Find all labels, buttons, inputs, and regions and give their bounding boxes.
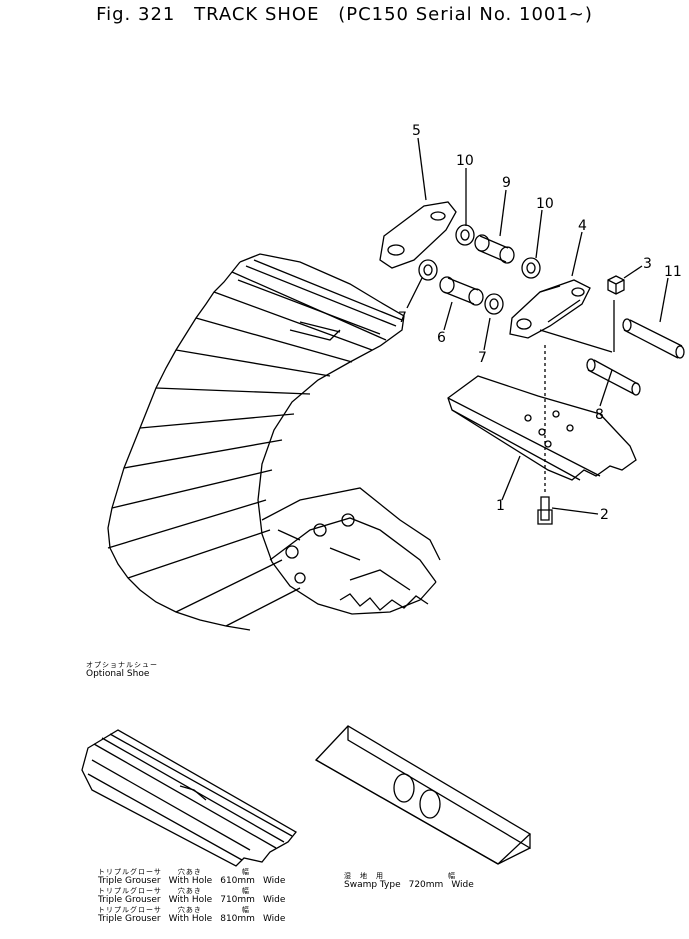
callout-labels: 5 10 9 10 4 3 11 7 6 7 8 1 2	[398, 123, 682, 523]
figure-title: Fig. 321 TRACK SHOE (PC150 Serial No. 10…	[0, 4, 689, 25]
callout-7-upper: 7	[398, 310, 407, 326]
triple-grouser-shoe	[81, 729, 297, 867]
callout-8: 8	[595, 407, 604, 423]
callout-6: 6	[437, 330, 446, 346]
part-5-link	[379, 201, 457, 269]
part-7-seal-upper	[418, 259, 438, 281]
callout-3: 3	[643, 256, 652, 272]
triple-grouser-options: トリプルグローサ 穴あき 幅 Triple Grouser With Hole …	[98, 868, 285, 925]
swamp-width: 720mm	[408, 880, 444, 890]
option-3-jp: トリプルグローサ 穴あき 幅	[98, 906, 250, 914]
part-2-bolt	[537, 496, 553, 525]
callout-10-lower: 10	[536, 196, 554, 212]
swamp-option: 湿 地 用 幅 Swamp Type 720mm Wide	[344, 872, 474, 891]
swamp-type: Swamp Type	[344, 880, 401, 890]
optional-shoe-jp: オプショナルシュー	[86, 661, 158, 669]
part-10-bush-lower	[521, 257, 541, 279]
part-9-bushing	[474, 234, 515, 264]
optional-shoe-en: Optional Shoe	[86, 669, 150, 679]
callout-9: 9	[502, 175, 511, 191]
callout-10-upper: 10	[456, 153, 474, 169]
swamp-shoe	[314, 725, 532, 865]
figure-model: (PC150 Serial No. 1001~)	[338, 4, 593, 25]
option-3-width: 810mm	[220, 914, 255, 924]
option-1-type: Triple Grouser	[98, 876, 161, 886]
option-2-jp: トリプルグローサ 穴あき 幅	[98, 887, 250, 895]
callout-1: 1	[496, 498, 505, 514]
option-3-row: Triple Grouser With Hole 810mm Wide	[98, 914, 285, 925]
callout-7-lower: 7	[478, 350, 487, 366]
option-2-row: Triple Grouser With Hole 710mm Wide	[98, 895, 285, 906]
option-2-type: Triple Grouser	[98, 895, 161, 905]
option-1-wide: Wide	[262, 876, 286, 886]
swamp-row: Swamp Type 720mm Wide	[344, 880, 474, 891]
option-3-hole: With Hole	[168, 914, 213, 924]
part-10-bush-upper	[455, 224, 475, 246]
part-11-pin	[622, 318, 685, 359]
option-1-width: 610mm	[220, 876, 255, 886]
callout-11: 11	[664, 264, 682, 280]
part-8-pin	[586, 358, 641, 396]
callout-4: 4	[578, 218, 587, 234]
track-assembly	[107, 253, 441, 631]
option-1-row: Triple Grouser With Hole 610mm Wide	[98, 876, 285, 887]
part-1-shoe	[447, 375, 637, 481]
option-2-wide: Wide	[262, 895, 286, 905]
part-3-nut	[607, 275, 625, 295]
option-3-wide: Wide	[262, 914, 286, 924]
figure-number: Fig. 321	[96, 4, 176, 25]
callout-2: 2	[600, 507, 609, 523]
option-3-type: Triple Grouser	[98, 914, 161, 924]
option-1-hole: With Hole	[168, 876, 213, 886]
swamp-wide: Wide	[451, 880, 474, 890]
optional-shoe-caption: オプショナルシュー Optional Shoe	[86, 661, 158, 680]
callout-5: 5	[412, 123, 421, 139]
part-7-seal-lower	[484, 293, 504, 315]
option-2-hole: With Hole	[168, 895, 213, 905]
swamp-jp: 湿 地 用 幅	[344, 872, 456, 880]
part-6-bushing	[439, 276, 484, 306]
part-4-link	[509, 279, 591, 339]
option-1-jp: トリプルグローサ 穴あき 幅	[98, 868, 250, 876]
figure-name: TRACK SHOE	[194, 4, 320, 25]
option-2-width: 710mm	[220, 895, 255, 905]
